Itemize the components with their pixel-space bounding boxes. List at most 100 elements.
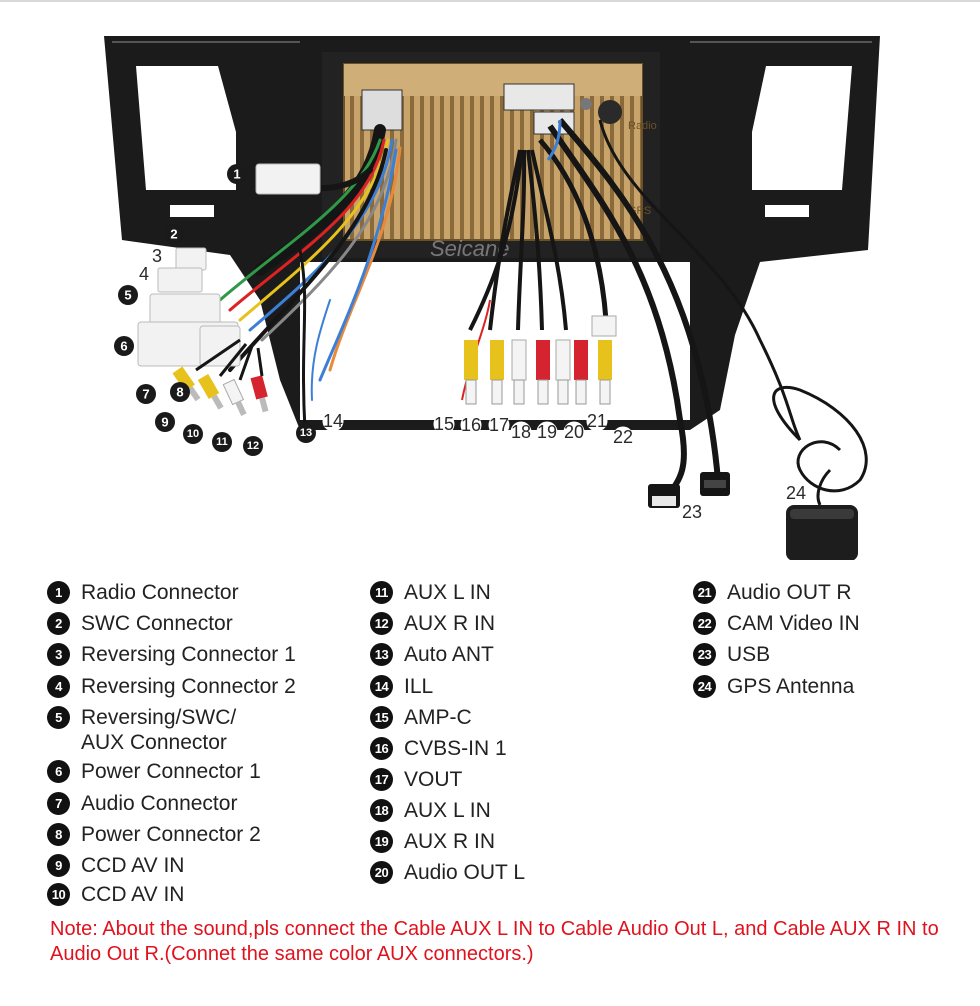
marker-number: 12 — [247, 440, 259, 452]
marker-number: 23 — [682, 502, 702, 522]
legend-item: 22 CAM Video IN — [693, 611, 860, 636]
legend-item: 5 Reversing/SWC/ AUX Connector — [47, 705, 236, 755]
legend-label: Radio Connector — [81, 581, 239, 604]
legend-label: SWC Connector — [81, 612, 233, 635]
legend-label: AMP-C — [404, 706, 472, 729]
legend-number-badge: 21 — [693, 581, 716, 604]
marker-6: 6 — [114, 336, 134, 356]
marker-number: 9 — [161, 415, 168, 430]
marker-number: 5 — [124, 288, 131, 303]
legend-item: 16 CVBS-IN 1 — [370, 736, 507, 761]
legend-label: Reversing/SWC/ AUX Connector — [81, 706, 237, 754]
legend-label: Audio OUT L — [404, 861, 526, 884]
marker-circle — [146, 245, 168, 267]
legend-item: 6 Power Connector 1 — [47, 759, 261, 784]
legend-label: AUX R IN — [404, 830, 496, 853]
marker-number: 7 — [142, 387, 149, 402]
legend-label: CCD AV IN — [81, 854, 185, 877]
legend-label: CAM Video IN — [727, 612, 860, 635]
marker-15: 15 — [433, 413, 455, 435]
marker-number: 24 — [786, 483, 806, 503]
legend-number-badge: 22 — [693, 612, 716, 635]
marker-12: 12 — [243, 436, 263, 456]
left-rca-plugs — [172, 338, 269, 416]
marker-circle — [296, 423, 316, 443]
legend-label: Power Connector 1 — [81, 760, 261, 783]
marker-circle — [612, 426, 634, 448]
legend-label: AUX R IN — [404, 612, 496, 635]
marker-17: 17 — [488, 414, 510, 436]
legend-number-badge: 14 — [370, 675, 393, 698]
marker-circle — [586, 410, 608, 432]
legend-number-badge: 1 — [47, 581, 70, 604]
marker-circle — [681, 501, 703, 523]
legend-number-badge: 6 — [47, 760, 70, 783]
legend-label: Reversing Connector 1 — [81, 643, 296, 666]
usb-plugs — [648, 472, 730, 508]
marker-circle — [212, 432, 232, 452]
legend-number-badge: 16 — [370, 737, 393, 760]
legend-label: Audio Connector — [81, 792, 238, 815]
marker-circle — [114, 336, 134, 356]
marker-number: 16 — [461, 415, 481, 435]
legend-number-badge: 23 — [693, 643, 716, 666]
marker-number: 22 — [613, 427, 633, 447]
gps-antenna — [772, 385, 868, 560]
marker-1: 1 — [227, 164, 247, 184]
legend-item: 1 Radio Connector — [47, 580, 239, 605]
legend-item: 14 ILL — [370, 674, 433, 699]
legend-number-badge: 18 — [370, 799, 393, 822]
marker-7: 7 — [136, 384, 156, 404]
legend-number-badge: 8 — [47, 823, 70, 846]
marker-circle — [510, 421, 532, 443]
marker-number: 6 — [120, 339, 127, 354]
legend-number-badge: 24 — [693, 675, 716, 698]
marker-18: 18 — [510, 421, 532, 443]
marker-13: 13 — [296, 423, 316, 443]
legend-number-badge: 10 — [47, 883, 70, 906]
legend-label: ILL — [404, 675, 434, 698]
legend-number-badge: 15 — [370, 706, 393, 729]
unit-radio-label: Radio — [628, 120, 657, 132]
legend-number-badge: 20 — [370, 861, 393, 884]
marker-circle — [136, 384, 156, 404]
marker-11: 11 — [212, 432, 232, 452]
marker-number: 18 — [511, 422, 531, 442]
marker-circle — [488, 414, 510, 436]
marker-9: 9 — [155, 412, 175, 432]
marker-20: 20 — [563, 421, 585, 443]
legend-label: Auto ANT — [404, 643, 494, 666]
marker-16: 16 — [460, 414, 482, 436]
marker-10: 10 — [183, 424, 203, 444]
legend-number-badge: 5 — [47, 706, 70, 729]
marker-number: 3 — [152, 246, 162, 266]
marker-number: 21 — [587, 411, 607, 431]
legend-number-badge: 13 — [370, 643, 393, 666]
marker-circle — [433, 413, 455, 435]
legend-label: CCD AV IN — [81, 883, 185, 906]
legend-item: 8 Power Connector 2 — [47, 822, 261, 847]
marker-4: 4 — [133, 263, 155, 285]
marker-circle — [536, 421, 558, 443]
marker-number: 15 — [434, 414, 454, 434]
legend-label: AUX L IN — [404, 581, 491, 604]
marker-circle — [164, 224, 184, 244]
marker-5: 5 — [118, 285, 138, 305]
marker-number: 10 — [187, 428, 199, 440]
marker-24: 24 — [785, 482, 807, 504]
legend-label: Power Connector 2 — [81, 823, 261, 846]
legend-label: CVBS-IN 1 — [404, 737, 507, 760]
legend-label: VOUT — [404, 768, 463, 791]
marker-circle — [155, 412, 175, 432]
marker-23: 23 — [681, 501, 703, 523]
legend-number-badge: 19 — [370, 830, 393, 853]
legend-item: 10 CCD AV IN — [47, 882, 184, 907]
